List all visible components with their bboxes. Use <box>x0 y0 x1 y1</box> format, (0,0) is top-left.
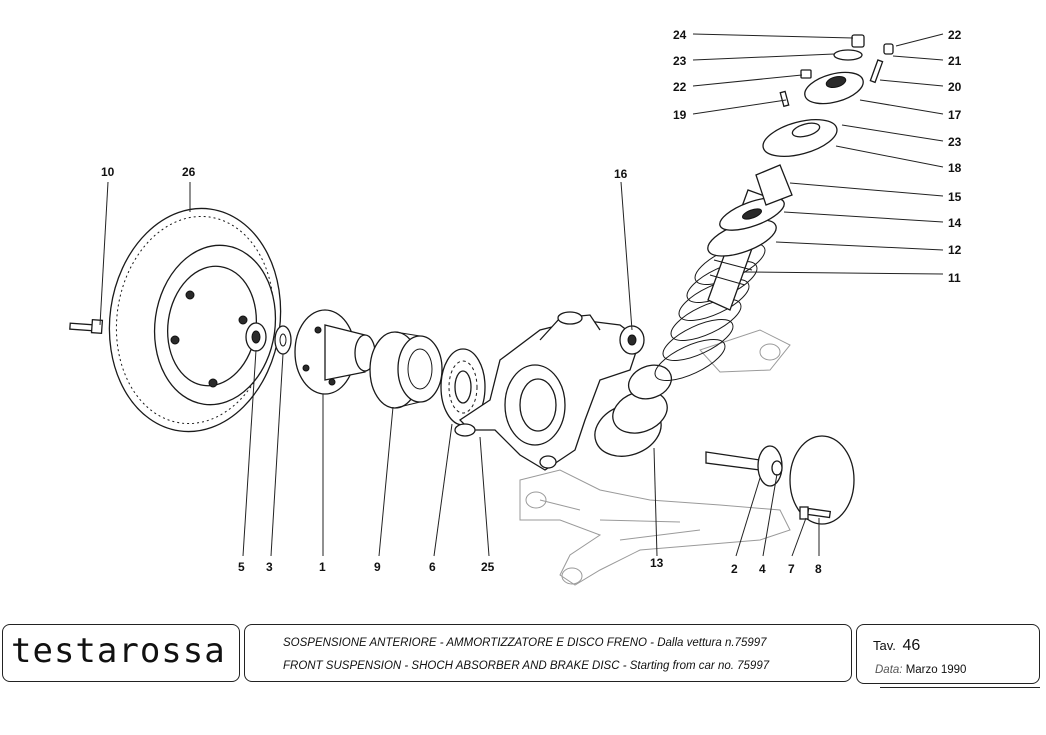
callout-7: 7 <box>788 562 795 576</box>
callout-10: 10 <box>101 165 115 179</box>
callout-25: 25 <box>481 560 495 574</box>
nut-part-22-upper <box>800 69 812 79</box>
callout-26: 26 <box>182 165 196 179</box>
callout-19: 19 <box>673 108 687 122</box>
callout-15: 15 <box>948 190 962 204</box>
callout-4: 4 <box>759 562 766 576</box>
description-box: SOSPENSIONE ANTERIORE - AMMORTIZZATORE E… <box>244 624 852 682</box>
nut-part-4 <box>771 460 783 476</box>
brand-box: testarossa <box>2 624 240 682</box>
callout-8: 8 <box>815 562 822 576</box>
footer-rule <box>880 687 1040 688</box>
steering-knuckle-part-25 <box>454 311 641 471</box>
callout-14: 14 <box>948 216 962 230</box>
plate-label: Tav. <box>873 638 896 653</box>
bump-stop-part-15 <box>755 164 793 206</box>
splash-shield-part-7 <box>789 435 855 525</box>
stub-axle-part-2 <box>705 445 783 487</box>
callout-5: 5 <box>238 560 245 574</box>
callout-23-lower: 23 <box>948 135 962 149</box>
callout-24: 24 <box>673 28 687 42</box>
callout-23-upper: 23 <box>673 54 687 68</box>
upper-mount-part-18 <box>762 119 838 157</box>
top-mount-part-17 <box>804 71 864 105</box>
callout-labels: 10 26 5 3 1 9 6 25 13 2 4 7 8 16 11 12 1… <box>101 28 962 576</box>
callout-9: 9 <box>374 560 381 574</box>
nut-part-5 <box>245 322 267 352</box>
date-label: Data: <box>875 664 903 676</box>
spring-seat-part-13 <box>594 364 673 457</box>
dust-shield-part-9 <box>369 331 443 409</box>
callout-18: 18 <box>948 161 962 175</box>
callout-17: 17 <box>948 108 962 122</box>
wheel-hub-part-1 <box>294 309 376 395</box>
callout-22-right: 22 <box>948 28 962 42</box>
callout-2: 2 <box>731 562 738 576</box>
testarossa-logo: testarossa <box>11 631 226 671</box>
lower-control-arm-outline <box>519 329 791 586</box>
bushing-part-16 <box>619 325 645 355</box>
callout-20: 20 <box>948 80 962 94</box>
title-english: FRONT SUSPENSION - SHOCH ABSORBER AND BR… <box>283 660 770 672</box>
plate-number-row: Tav. 46 <box>873 637 920 655</box>
callout-11: 11 <box>948 271 961 285</box>
stud-part-20 <box>869 59 884 84</box>
callout-6: 6 <box>429 560 436 574</box>
callout-1: 1 <box>319 560 326 574</box>
title-italian: SOSPENSIONE ANTERIORE - AMMORTIZZATORE E… <box>283 637 767 649</box>
callout-13: 13 <box>650 556 664 570</box>
upper-seat-part-14 <box>719 197 785 231</box>
callout-12: 12 <box>948 243 962 257</box>
bolt-part-10 <box>69 318 104 335</box>
plate-info-box: Tav. 46 Data: Marzo 1990 <box>856 624 1040 684</box>
leader-lines <box>99 33 944 557</box>
brake-disc-part-26 <box>108 207 282 433</box>
callout-22-left: 22 <box>673 80 687 94</box>
washer-part-23-upper <box>833 49 863 61</box>
plate-number: 46 <box>902 637 921 654</box>
grease-nipple-part-21 <box>883 43 894 55</box>
callout-21: 21 <box>948 54 962 68</box>
exploded-parts-diagram: 10 26 5 3 1 9 6 25 13 2 4 7 8 16 11 12 1… <box>69 28 962 586</box>
callout-3: 3 <box>266 560 273 574</box>
callout-16: 16 <box>614 167 628 181</box>
date-row: Data: Marzo 1990 <box>875 664 966 676</box>
washer-part-3 <box>274 325 292 355</box>
screw-part-8 <box>799 506 832 520</box>
date-value: Marzo 1990 <box>905 664 967 676</box>
nut-part-24 <box>851 34 865 48</box>
stud-part-19 <box>779 90 790 108</box>
